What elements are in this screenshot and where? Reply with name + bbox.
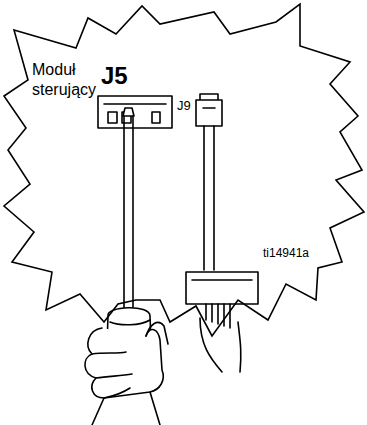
j9-cable: [204, 126, 214, 270]
j5-pin-slot: [152, 112, 160, 123]
hand: [85, 328, 163, 398]
connector-name: J9: [176, 98, 192, 113]
burst-outline: [0, 0, 367, 340]
j5-connector: [98, 96, 172, 128]
screwdriver-tip: [123, 108, 134, 116]
wrist: [92, 392, 160, 425]
figure-id: ti14941a: [262, 246, 310, 260]
connector-name: J5: [100, 62, 129, 90]
screwdriver-handle-ring: [110, 320, 150, 325]
thumb: [146, 322, 168, 344]
j5-connector-lip: [104, 103, 166, 105]
j9-jack: [196, 94, 222, 126]
screwdriver-shaft: [124, 116, 133, 310]
module-cutaway: Moduł sterujący: [0, 0, 367, 340]
finger-line: [92, 352, 132, 398]
j5-plug: [186, 272, 258, 304]
j5-pin-slot: [108, 112, 117, 123]
burst-outline-path: [4, 4, 364, 336]
